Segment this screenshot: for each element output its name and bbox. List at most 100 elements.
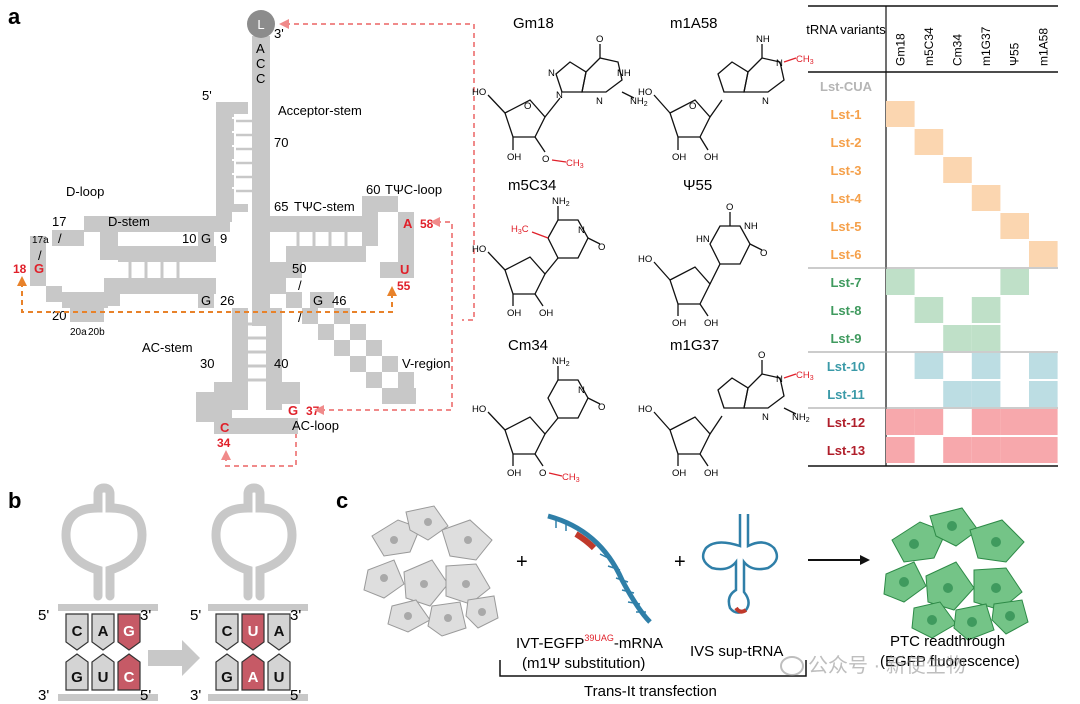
table-row: Lst-13	[827, 437, 1058, 463]
table-row-label: Lst-13	[827, 443, 865, 458]
b-left-bottom-5prime: 5'	[140, 687, 151, 704]
structure-gm18: HO O OH O CH3 N O NH N N NH2	[472, 34, 648, 170]
nucleotide-tile	[91, 613, 115, 651]
n3-m5c34: N	[578, 225, 585, 236]
ch3-m1g37: CH3	[796, 370, 814, 382]
sup-trna-icon	[701, 514, 779, 614]
nucleotide-letter: C	[124, 669, 135, 686]
table-row: Lst-4	[830, 185, 1001, 211]
structure-m5c34: HO OH OH NH2 H3C O N	[472, 196, 605, 319]
num-46: 46	[332, 293, 346, 308]
n1-m1g37: N	[776, 374, 783, 385]
table-row-label: Lst-3	[830, 163, 861, 178]
table-cell-filled	[886, 269, 915, 295]
table-cell-filled	[971, 409, 1001, 435]
structure-name-m1g37: m1G37	[670, 337, 719, 354]
workflow-diagram: + +	[363, 505, 1029, 700]
mod-55-base: U	[400, 262, 409, 277]
table-cell-filled	[971, 325, 1001, 351]
table-cell-filled	[971, 381, 1001, 407]
transition-arrow	[148, 640, 200, 676]
structure-m1g37: HO OH OH O N CH3 NH2 N	[638, 350, 814, 479]
num-20b: 20b	[88, 327, 105, 338]
table-cell-filled	[1029, 353, 1058, 379]
nh-imine-m1a58: NH	[756, 34, 770, 45]
acc-c1: C	[256, 56, 265, 71]
mrna-label: IVT-EGFP39UAG-mRNA	[516, 633, 663, 652]
o-me-gm18: O	[542, 154, 549, 165]
table-cell-filled	[1029, 409, 1058, 435]
nucleotide-tile	[215, 613, 239, 651]
table-cell-filled	[1000, 437, 1029, 463]
table-cell-filled	[971, 353, 1001, 379]
table-column-header: m1G37	[979, 26, 993, 66]
slash-46: /	[298, 310, 302, 325]
table-cell-filled	[1029, 241, 1058, 267]
table-header: tRNA variants	[806, 22, 886, 37]
num-50: 50	[292, 261, 306, 276]
table-row: Lst-10	[827, 353, 1058, 379]
h3c-m5c34: H3C	[511, 224, 529, 236]
table-rows: Lst-CUALst-1Lst-2Lst-3Lst-4Lst-5Lst-6Lst…	[808, 79, 1058, 463]
b-right-5prime: 5'	[190, 607, 201, 624]
slash-17a: /	[38, 248, 42, 263]
nucleotide-tile	[65, 613, 89, 651]
num-30: 30	[200, 356, 214, 371]
oh2-m1a58: OH	[704, 152, 718, 163]
oh-gm18: OH	[507, 152, 521, 163]
oh-cm34: OH	[507, 468, 521, 479]
ho-m1a58: HO	[638, 87, 652, 98]
table-cell-filled	[971, 437, 1001, 463]
table-row-label: Lst-12	[827, 415, 865, 430]
o-m5c34: O	[598, 242, 605, 253]
table-column-header: Gm18	[893, 33, 907, 66]
nh-psi55: NH	[744, 221, 758, 232]
b-right-bottom-5prime: 5'	[290, 687, 301, 704]
dashed-connector-58	[436, 221, 453, 322]
nucleotide-letter: U	[248, 623, 259, 640]
n3-gm18: N	[596, 96, 603, 107]
five-prime-label: 5'	[202, 88, 212, 103]
dashed-connector-18-55	[21, 282, 393, 313]
num-26: 26	[220, 293, 234, 308]
watermark: 公众号 · 新使生物	[780, 654, 966, 677]
table-row: Lst-6	[830, 241, 1058, 267]
n3-m1g37: N	[762, 412, 769, 423]
oh2-psi55: OH	[704, 318, 718, 329]
boxed-g26: G	[201, 293, 211, 308]
oh1-m5c34: OH	[507, 308, 521, 319]
ho-m1g37: HO	[638, 404, 652, 415]
nucleotide-tile	[241, 653, 265, 691]
num-20: 20	[52, 308, 66, 323]
table-cell-filled	[1000, 409, 1029, 435]
acc-c2: C	[256, 71, 265, 86]
table-cell-filled	[943, 157, 972, 183]
hn-psi55: HN	[696, 234, 710, 245]
table-cell-filled	[914, 129, 944, 155]
three-prime-label: 3'	[274, 26, 284, 41]
transfection-label: Trans-It transfection	[584, 683, 717, 700]
oh1-m1g37: OH	[672, 468, 686, 479]
oh1-psi55: OH	[672, 318, 686, 329]
dashed-connector-37	[320, 322, 453, 411]
terminal-ball-label: L	[257, 17, 264, 32]
readthrough-label: PTC readthrough	[890, 633, 1005, 650]
table-row-label: Lst-CUA	[820, 79, 873, 94]
n-gm18: N	[556, 90, 563, 101]
ho-cm34: HO	[472, 404, 486, 415]
n7-gm18: N	[548, 68, 555, 79]
table-row-label: Lst-4	[830, 191, 862, 206]
table-cell-filled	[943, 325, 972, 351]
ho-gm18: HO	[472, 87, 486, 98]
acc-a: A	[256, 41, 265, 56]
table-cell-filled	[971, 185, 1001, 211]
o-ring-gm18: O	[524, 101, 531, 112]
o-cm34: O	[598, 402, 605, 413]
ac-stem-label: AC-stem	[142, 340, 193, 355]
structure-psi55: HO OH OH O O HN NH	[638, 202, 767, 329]
table-row-label: Lst-10	[827, 359, 865, 374]
readthrough-sub-label: (EGFP fluorescence)	[880, 653, 1020, 670]
table-column-header: m1A58	[1036, 28, 1050, 66]
